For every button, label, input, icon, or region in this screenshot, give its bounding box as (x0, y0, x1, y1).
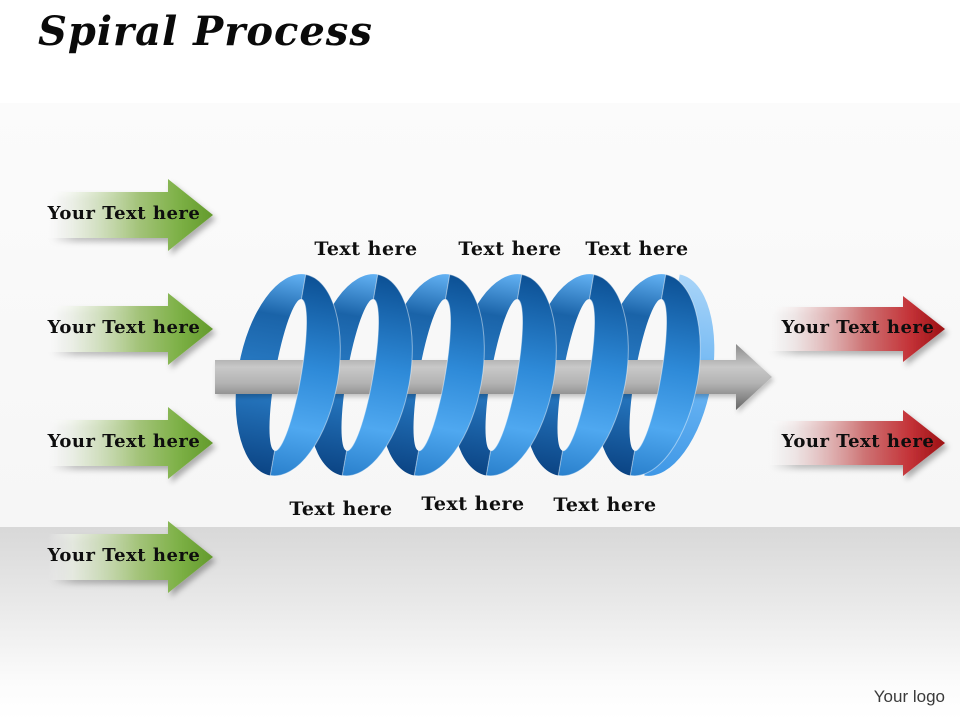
spiral-top-label-1[interactable]: Text here (314, 238, 418, 260)
slide-title[interactable]: Spiral Process (38, 8, 373, 55)
left-arrow-label-2[interactable]: Your Text here (47, 317, 201, 338)
logo-placeholder[interactable]: Your logo (873, 687, 945, 706)
spiral-bottom-label-2[interactable]: Text here (421, 493, 525, 515)
right-arrow-label-1[interactable]: Your Text here (781, 317, 935, 338)
left-arrow-label-1[interactable]: Your Text here (47, 203, 201, 224)
left-arrows (48, 179, 213, 593)
spiral-top-label-2[interactable]: Text here (458, 238, 562, 260)
spiral-bottom-label-3[interactable]: Text here (553, 494, 657, 516)
right-arrow-label-2[interactable]: Your Text here (781, 431, 935, 452)
spiral-bottom-label-1[interactable]: Text here (289, 498, 393, 520)
axis-arrow (215, 344, 772, 410)
left-arrow-label-3[interactable]: Your Text here (47, 431, 201, 452)
spiral-top-label-3[interactable]: Text here (585, 238, 689, 260)
background-band-top (0, 0, 960, 103)
left-arrow-label-4[interactable]: Your Text here (47, 545, 201, 566)
